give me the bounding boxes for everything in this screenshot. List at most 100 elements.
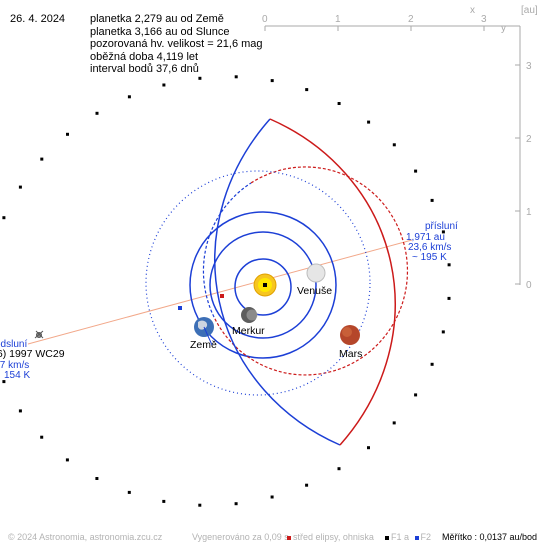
orbit-point (40, 157, 44, 161)
x-axis-ticks (264, 26, 485, 31)
info-date: 26. 4. 2024 (10, 13, 66, 25)
orbit-point (234, 75, 238, 79)
info-line-magnitude: pozorovaná hv. velikost = 21,6 mag (90, 38, 263, 50)
legend-f1-swatch (385, 535, 389, 540)
aphelion-temp: 154 K (4, 370, 30, 381)
orbit-point (430, 362, 434, 366)
orbit-point (270, 495, 274, 499)
earth-label: Země (190, 339, 217, 351)
legend-center-swatch (287, 535, 291, 540)
orbit-point (392, 143, 396, 147)
x-tick-0: 0 (262, 14, 268, 25)
orbit-point (441, 230, 445, 234)
ellipse-center-marker (220, 294, 224, 298)
orbit-point (414, 169, 418, 173)
y-tick-1: 1 (526, 207, 532, 218)
asteroid-label: (85056) 1997 WC29 (0, 348, 65, 360)
asteroid-orbit-points (2, 75, 451, 507)
orbit-point (367, 120, 371, 124)
orbit-point (2, 216, 6, 220)
x-axis-label: x (470, 5, 475, 16)
legend-f2-swatch (414, 535, 419, 540)
orbit-point (414, 393, 418, 397)
earth-orbit (189, 211, 337, 359)
orbit-point (430, 198, 434, 202)
y-tick-0: 0 (526, 280, 532, 291)
orbit-point (65, 458, 69, 462)
mars-shade (342, 327, 352, 337)
perihelion-title: přísluní (425, 221, 458, 232)
sun-focus-marker (263, 283, 267, 287)
legend-f1-label: F1 a (391, 532, 410, 542)
orbit-point (95, 111, 99, 115)
orbit-point (337, 467, 341, 471)
asteroid-orbit-red (269, 118, 396, 446)
perihelion-temp: ~ 195 K (412, 252, 447, 263)
orbit-point (2, 380, 6, 384)
aphelion-title: odsluní (0, 339, 27, 350)
orbit-point (162, 83, 166, 87)
earth-land (198, 320, 208, 330)
info-line-point-interval: interval bodů 37,6 dnů (90, 63, 199, 75)
venus-planet (306, 263, 326, 283)
footer-scale: Měřítko : 0,0137 au/bod (442, 532, 538, 542)
y-axis-ticks (515, 64, 520, 285)
orbit-point (392, 421, 396, 425)
info-line-earth-distance: planetka 2,279 au od Země (90, 13, 224, 25)
legend-f2-label: F2 (420, 532, 432, 542)
perihelion-speed: 23,6 km/s (408, 242, 451, 253)
orbit-point (447, 263, 451, 267)
footer-legend: střed elipsy, ohniska (287, 532, 374, 542)
apsis-line (27, 239, 413, 345)
orbit-point (18, 185, 22, 189)
outer-planet-orbit (145, 170, 371, 396)
mercury-shade (246, 309, 258, 321)
orbit-point (127, 490, 131, 494)
unit-label: [au] (521, 5, 538, 16)
perihelion-distance: 1,971 au (406, 232, 445, 243)
asteroid-orbit-blue (214, 118, 341, 446)
orbit-point (66, 132, 69, 136)
info-block: planetka 2,279 au od Země planetka 3,166… (90, 13, 263, 76)
focus-f2-marker (178, 306, 182, 310)
mercury-label: Merkur (232, 325, 265, 337)
orbit-point (40, 435, 44, 439)
y-tick-3: 3 (526, 61, 532, 72)
venus-label: Venuše (297, 285, 332, 297)
footer-copyright: © 2024 Astronomia, astronomia.zcu.cz (8, 532, 163, 542)
footer-foci-legend: F1 a F2 (385, 532, 431, 542)
orbit-point (441, 330, 445, 334)
earth-asteroid-link (203, 326, 213, 346)
orbit-point (305, 88, 309, 92)
aphelion-speed: ,7 km/s (0, 360, 29, 371)
orbit-point (18, 409, 22, 413)
y-axis-label: y (501, 23, 506, 34)
orbit-point (367, 446, 370, 450)
orbit-point (305, 483, 309, 487)
info-line-period: oběžná doba 4,119 let (90, 50, 199, 63)
info-line-sun-distance: planetka 3,166 au od Slunce (90, 25, 230, 38)
orbit-point (127, 95, 131, 99)
orbit-point (198, 503, 202, 507)
orbit-point (447, 296, 451, 300)
orbit-point (95, 477, 99, 480)
orbit-point (234, 502, 238, 506)
orbit-point (162, 499, 166, 503)
mars-orbit-blue (202, 182, 252, 318)
mars-orbit-red (213, 166, 409, 376)
venus-orbit (209, 231, 317, 339)
mars-label: Mars (339, 348, 362, 360)
orbit-point (198, 76, 202, 80)
footer-generated: Vygenerováno za 0,09 s (192, 532, 289, 542)
legend-center-label: střed elipsy, ohniska (293, 532, 374, 542)
x-tick-3: 3 (481, 14, 487, 25)
x-tick-2: 2 (408, 14, 414, 25)
y-tick-2: 2 (526, 134, 532, 145)
asteroid-marker (34, 330, 44, 339)
orbit-point (270, 79, 274, 83)
mercury-orbit (234, 258, 292, 316)
x-tick-1: 1 (335, 14, 341, 25)
orbit-point (337, 102, 341, 105)
